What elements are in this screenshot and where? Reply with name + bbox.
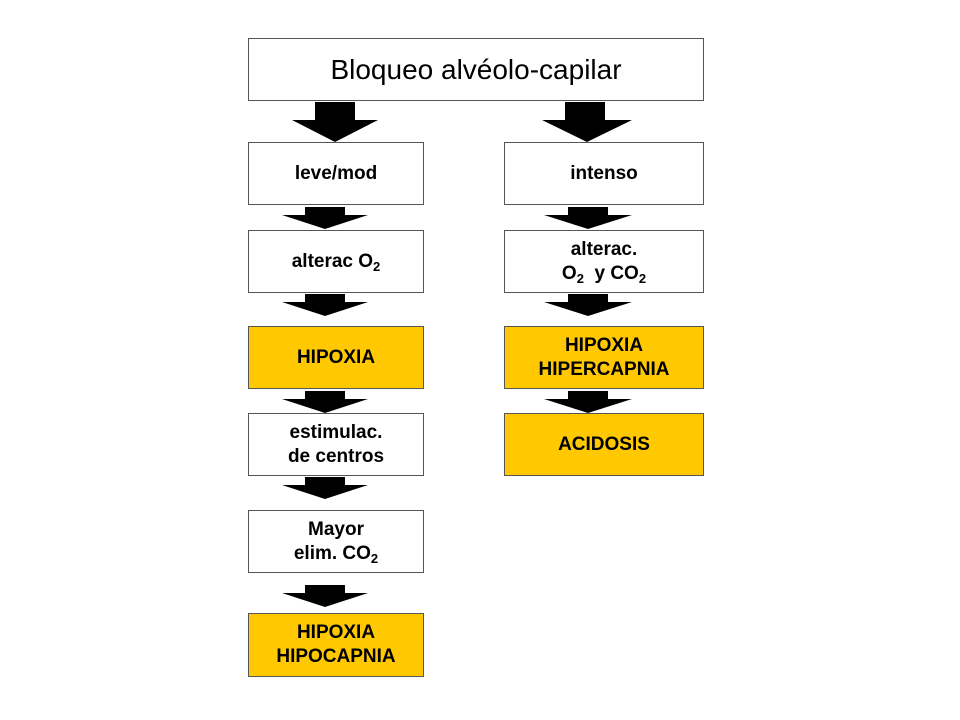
hypercapnia-line-2: HIPERCAPNIA (538, 358, 670, 380)
hypercapnia-line-1: HIPOXIA (564, 334, 644, 356)
alteration-o2-text: alterac O2 (291, 250, 381, 274)
acidosis-box: ACIDOSIS (504, 413, 704, 476)
arrow-right-3 (544, 391, 632, 413)
arrow-left-4 (282, 477, 368, 499)
stimulation-line-1: estimulac. (289, 421, 383, 443)
severity-mild-box: leve/mod (248, 142, 424, 205)
hypoxia-box: HIPOXIA (248, 326, 424, 389)
alteration-o2-box: alterac O2 (248, 230, 424, 293)
arrow-right-2 (544, 294, 632, 316)
center-stimulation-box: estimulac. de centros (248, 413, 424, 476)
alteration-right-line-2: O2 y CO2 (561, 262, 647, 286)
hypoxia-hypocapnia-box: HIPOXIA HIPOCAPNIA (248, 613, 424, 677)
hypocapnia-line-1: HIPOXIA (296, 622, 376, 643)
hypoxia-text: HIPOXIA (296, 346, 376, 368)
arrow-left-1 (282, 207, 368, 229)
severity-mild-text: leve/mod (294, 162, 378, 184)
arrow-left-3 (282, 391, 368, 413)
elimination-line-1: Mayor (308, 518, 364, 540)
arrow-title-to-left (292, 102, 378, 142)
arrow-right-1 (544, 207, 632, 229)
arrow-title-to-right (542, 102, 632, 142)
severity-intense-box: intenso (504, 142, 704, 205)
severity-intense-text: intenso (570, 162, 638, 184)
stimulation-line-2: de centros (287, 445, 385, 467)
arrow-left-5 (282, 585, 368, 607)
co2-elimination-box: Mayor elim. CO2 (248, 510, 424, 573)
elimination-line-2: elim. CO2 (293, 542, 379, 566)
alteration-o2-co2-box: alterac. O2 y CO2 (504, 230, 704, 293)
title-text: Bloqueo alvéolo-capilar (330, 53, 622, 85)
hypocapnia-line-2: HIPOCAPNIA (276, 646, 396, 667)
alteration-right-line-1: alterac. (570, 238, 638, 260)
hypoxia-hypercapnia-box: HIPOXIA HIPERCAPNIA (504, 326, 704, 389)
title-box: Bloqueo alvéolo-capilar (248, 38, 704, 101)
acidosis-text: ACIDOSIS (558, 433, 650, 455)
arrow-left-2 (282, 294, 368, 316)
